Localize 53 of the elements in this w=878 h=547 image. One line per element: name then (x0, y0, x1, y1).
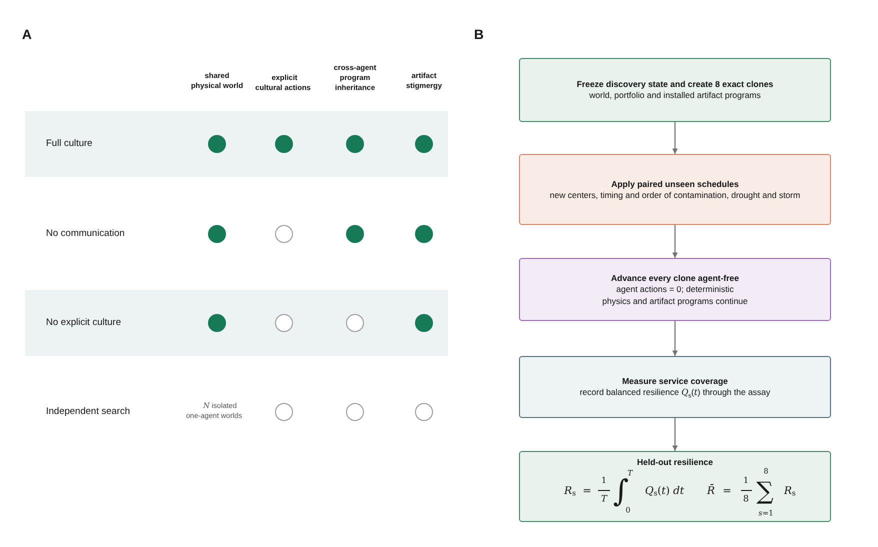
process-box (519, 154, 831, 225)
arrow (672, 225, 678, 258)
step-title: Apply paired unseen schedules (611, 178, 739, 190)
step-title: Freeze discovery state and create 8 exact clones (576, 78, 774, 90)
empty-circle-icon (346, 314, 364, 332)
row-label: Independent search (46, 406, 130, 418)
filled-dot-icon (208, 135, 226, 153)
empty-circle-icon (275, 225, 293, 243)
filled-dot-icon (415, 135, 433, 153)
row-label: No communication (46, 228, 125, 240)
row-label: Full culture (46, 138, 92, 150)
step-description: agent actions = 0; deterministic physics and artifact programs continue (601, 284, 749, 307)
filled-dot-icon (415, 314, 433, 332)
process-box (519, 58, 831, 122)
numerator: 1 (743, 476, 749, 486)
math-variable: R$_{s}$ (564, 486, 576, 496)
arrow (672, 418, 678, 451)
row-label: No explicit culture (46, 317, 121, 329)
arrow (672, 122, 678, 154)
integrand: Q$_{s}$(t) dt (645, 486, 684, 496)
formula-title: Held-out resilience (636, 456, 714, 468)
process-box (519, 356, 831, 418)
math-variable: R$_{s}$ (784, 486, 796, 496)
table-row-band (25, 111, 448, 177)
equals-sign: = (722, 486, 732, 496)
filled-dot-icon (415, 225, 433, 243)
denominator: 8 (743, 496, 749, 504)
filled-dot-icon (346, 225, 364, 243)
panel-label: A (22, 28, 32, 42)
step-description: world, portfolio and installed artifact programs (589, 90, 761, 102)
formula-box (519, 451, 831, 522)
denominator: T (601, 496, 607, 504)
step-title: Measure service coverage (622, 374, 728, 387)
numerator: 1 (601, 476, 607, 486)
empty-circle-icon (346, 403, 364, 421)
filled-dot-icon (208, 314, 226, 332)
integral-sign: ∫ (613, 477, 629, 507)
panel-label: B (474, 28, 484, 42)
math-variable: R̄ (707, 486, 715, 496)
empty-circle-icon (415, 403, 433, 421)
arrow (672, 321, 678, 356)
process-box (519, 258, 831, 321)
step-description: record balanced resilience Q$_{s}$(t) through the assay (580, 386, 770, 400)
table-row-band (25, 290, 448, 356)
filled-dot-icon (346, 135, 364, 153)
empty-circle-icon (275, 314, 293, 332)
summation-sign: ∑ (756, 479, 774, 503)
step-description: new centers, timing and order of contamination, drought and storm (550, 190, 800, 202)
filled-dot-icon (275, 135, 293, 153)
step-title: Advance every clone agent-free (610, 272, 740, 284)
empty-circle-icon (275, 403, 293, 421)
filled-dot-icon (208, 225, 226, 243)
equals-sign: = (582, 486, 592, 496)
